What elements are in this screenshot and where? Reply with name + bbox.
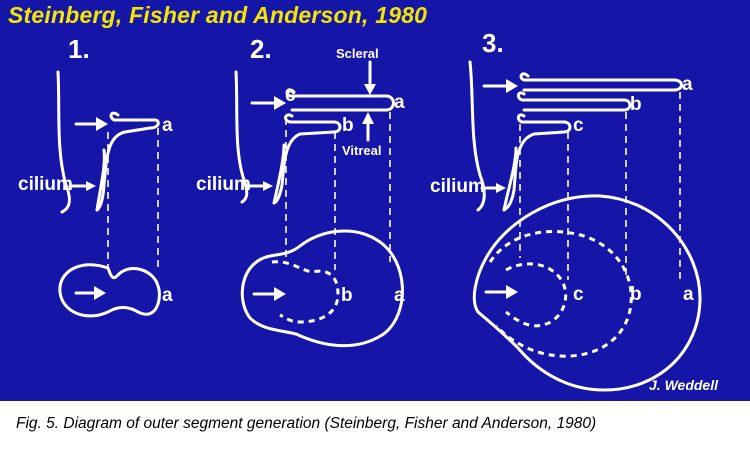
panel-3-label-a-top: a — [682, 74, 693, 95]
panel-2-label-c: c — [285, 85, 296, 106]
panel-1: 1. a cilium a — [18, 34, 173, 318]
panel-1-cilium — [95, 148, 106, 212]
panel-1-number: 1. — [68, 34, 90, 64]
panel-2-label-a-bottom: a — [394, 285, 405, 306]
panel-2-label-b-bottom: b — [341, 285, 353, 306]
panel-3-arrow-head — [506, 79, 518, 93]
panel-3-cilium-arrow-head — [496, 183, 506, 193]
panel-2-number: 2. — [250, 34, 272, 64]
panel-2-scleral-label: Scleral — [336, 46, 379, 61]
panel-1-cell-outline — [56, 70, 71, 214]
panel-3-label-b-bottom: b — [630, 284, 642, 305]
panel-3-cilium — [502, 146, 518, 212]
panel-2-label-b-top: b — [342, 115, 354, 136]
panel-3-fold-b — [516, 91, 632, 112]
panel-1-label-a-bottom: a — [162, 285, 173, 306]
author-signature: J. Weddell — [649, 377, 719, 393]
panel-2-vitreal-label: Vitreal — [342, 143, 382, 158]
panel-3-cilium-label: cilium — [430, 176, 485, 197]
panel-3: 3. a b c cilium c b a — [430, 28, 702, 392]
panel-2-scleral-arrow-head — [364, 84, 376, 95]
panel-3-label-a-bottom: a — [683, 284, 694, 305]
panel-3-outer-disc — [472, 194, 702, 392]
panel-3-cell-outline — [468, 60, 486, 212]
panel-2-bottom-arrow-head — [274, 287, 286, 301]
panel-1-arrow-head — [96, 117, 108, 131]
panel-3-label-c-bottom: c — [573, 284, 584, 305]
panel-3-fold-c — [502, 113, 572, 212]
panel-3-inner-disc — [505, 262, 568, 328]
panel-2-outer-disc — [240, 229, 404, 348]
figure-caption: Fig. 5. Diagram of outer segment generat… — [16, 415, 597, 432]
outer-segment-diagram: 1. a cilium a 2. c a b — [18, 28, 719, 393]
panel-3-label-b-top: b — [630, 94, 642, 115]
panel-3-number: 3. — [482, 28, 504, 58]
panel-2-fold-a — [285, 88, 395, 112]
panel-2-cell-outline — [234, 70, 249, 204]
panel-3-fold-a — [519, 72, 683, 92]
panel-1-cilium-arrow-head — [86, 181, 96, 191]
panel-1-cilium-label: cilium — [18, 174, 73, 195]
panel-1-disc-section — [58, 263, 161, 318]
panel-2-arrow-head — [274, 96, 286, 110]
panel-3-middle-disc — [488, 230, 633, 358]
panel-2: 2. c a b Scleral Vitreal cilium — [196, 34, 405, 348]
panel-2-inner-disc — [271, 260, 340, 324]
panel-1-label-a-top: a — [162, 115, 173, 136]
panel-2-label-a-top: a — [394, 92, 405, 113]
panel-2-vitreal-arrow-head — [362, 112, 374, 124]
panel-1-bottom-arrow-head — [94, 286, 106, 300]
panel-2-cilium-arrow-head — [263, 181, 273, 191]
panel-1-membrane-fold — [95, 111, 160, 212]
panel-2-cilium — [272, 143, 286, 205]
page-title: Steinberg, Fisher and Anderson, 1980 — [8, 2, 428, 28]
panel-3-label-c-top: c — [573, 115, 584, 136]
panel-3-bottom-arrow-head — [506, 285, 518, 299]
panel-2-cilium-label: cilium — [196, 174, 251, 195]
